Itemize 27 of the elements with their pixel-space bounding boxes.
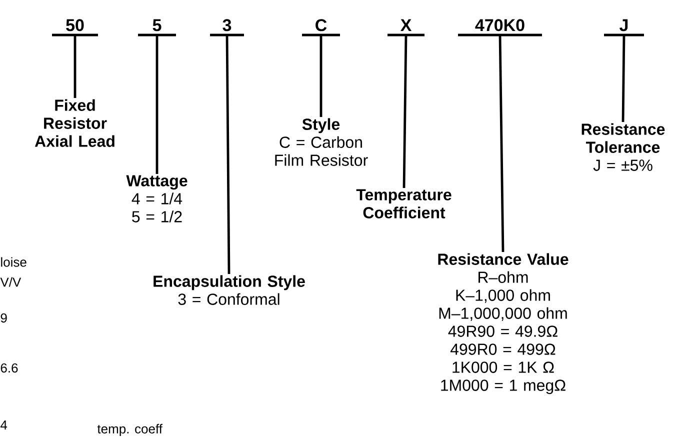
connector-line	[320, 35, 322, 117]
connector-line	[622, 34, 626, 122]
fragment-text: loise	[1, 257, 26, 267]
connector-line	[74, 35, 76, 98]
connector-line	[402, 34, 408, 188]
fragment-text: 9	[0, 313, 7, 323]
description-text: Style C = Carbon Film Resistor	[275, 118, 368, 166]
connector-line	[156, 35, 158, 174]
description-text: Temperature Coefficient	[356, 189, 452, 218]
description-text: Fixed Resistor Axial Lead	[34, 99, 114, 147]
code-label: 50	[52, 19, 98, 36]
description-text: Resistance Value R–ohm K–1,000 ohm M–1,000,000 ohm 49R90 = 49.9Ω 499R0 = 499Ω 1K000 = 1K Ω 1M000 = 1 megΩ	[438, 253, 568, 394]
connector-line	[498, 34, 504, 252]
fragment-text: V/V	[0, 277, 22, 287]
fragment-text: temp. coeff	[97, 424, 163, 436]
code-label: 470K0	[458, 19, 542, 36]
code-label: 3	[210, 19, 244, 36]
fragment-text: 4	[0, 420, 8, 430]
code-label: C	[302, 19, 340, 36]
fragment-text: 6.6	[0, 363, 18, 373]
description-text: Resistance Tolerance J = ±5%	[582, 123, 665, 171]
description-text: Wattage 4 = 1/4 5 = 1/2	[126, 175, 188, 222]
code-label: X	[388, 19, 424, 36]
connector-line	[226, 34, 230, 274]
code-label: 5	[138, 19, 176, 36]
code-label: J	[604, 19, 644, 36]
description-text: Encapsulation Style 3 = Conformal	[154, 275, 305, 305]
